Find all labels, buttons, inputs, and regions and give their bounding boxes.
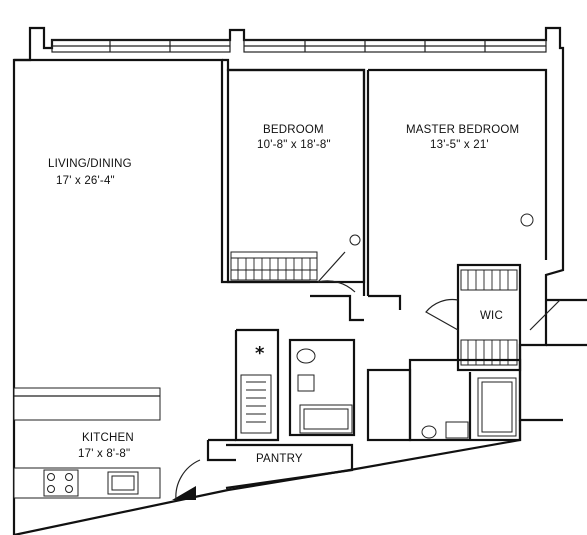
cooktop-icon [43, 469, 79, 497]
master-bedroom-room [366, 68, 548, 296]
bedroom-closet-hatch [231, 257, 317, 280]
living-dining-name: LIVING/DINING [48, 158, 132, 170]
wic-name: WIC [480, 310, 503, 322]
wic-room [425, 263, 522, 372]
living-dining-size: 17' x 26'-4" [56, 175, 115, 187]
master-bedroom-size: 13'-5" x 21' [430, 139, 489, 151]
kitchen-island-icon [13, 387, 161, 421]
asterisk-symbol: * [255, 343, 265, 364]
bedroom-name: BEDROOM [263, 124, 324, 136]
linen-closet-icon [240, 374, 272, 434]
toilet-1-icon [296, 348, 316, 364]
fixtures [240, 348, 517, 439]
bedroom-door-swing-icon [317, 251, 356, 293]
room-labels: LIVING/DINING 17' x 26'-4" BEDROOM 10'-8… [48, 124, 519, 465]
bedroom-size: 10'-8" x 18'-8" [257, 139, 331, 151]
stair-marker-icon [172, 486, 196, 500]
windows [51, 39, 547, 53]
bath-hall-walls [206, 294, 522, 490]
kitchen-area [13, 387, 201, 501]
bedroom-outlet-icon [349, 234, 361, 246]
toilet-2-icon [421, 425, 437, 439]
wic-door-swing-icon [425, 298, 459, 331]
bedroom-room [226, 68, 366, 293]
master-bedroom-name: MASTER BEDROOM [406, 124, 519, 136]
sink-1-icon [297, 374, 315, 392]
pantry-name: PANTRY [256, 453, 303, 465]
kitchen-name: KITCHEN [82, 432, 134, 444]
kitchen-size: 17' x 8'-8" [78, 448, 130, 460]
master-outlet-icon [520, 213, 534, 227]
sink-2-icon [445, 421, 469, 439]
entry-door-swing-icon [175, 459, 201, 501]
